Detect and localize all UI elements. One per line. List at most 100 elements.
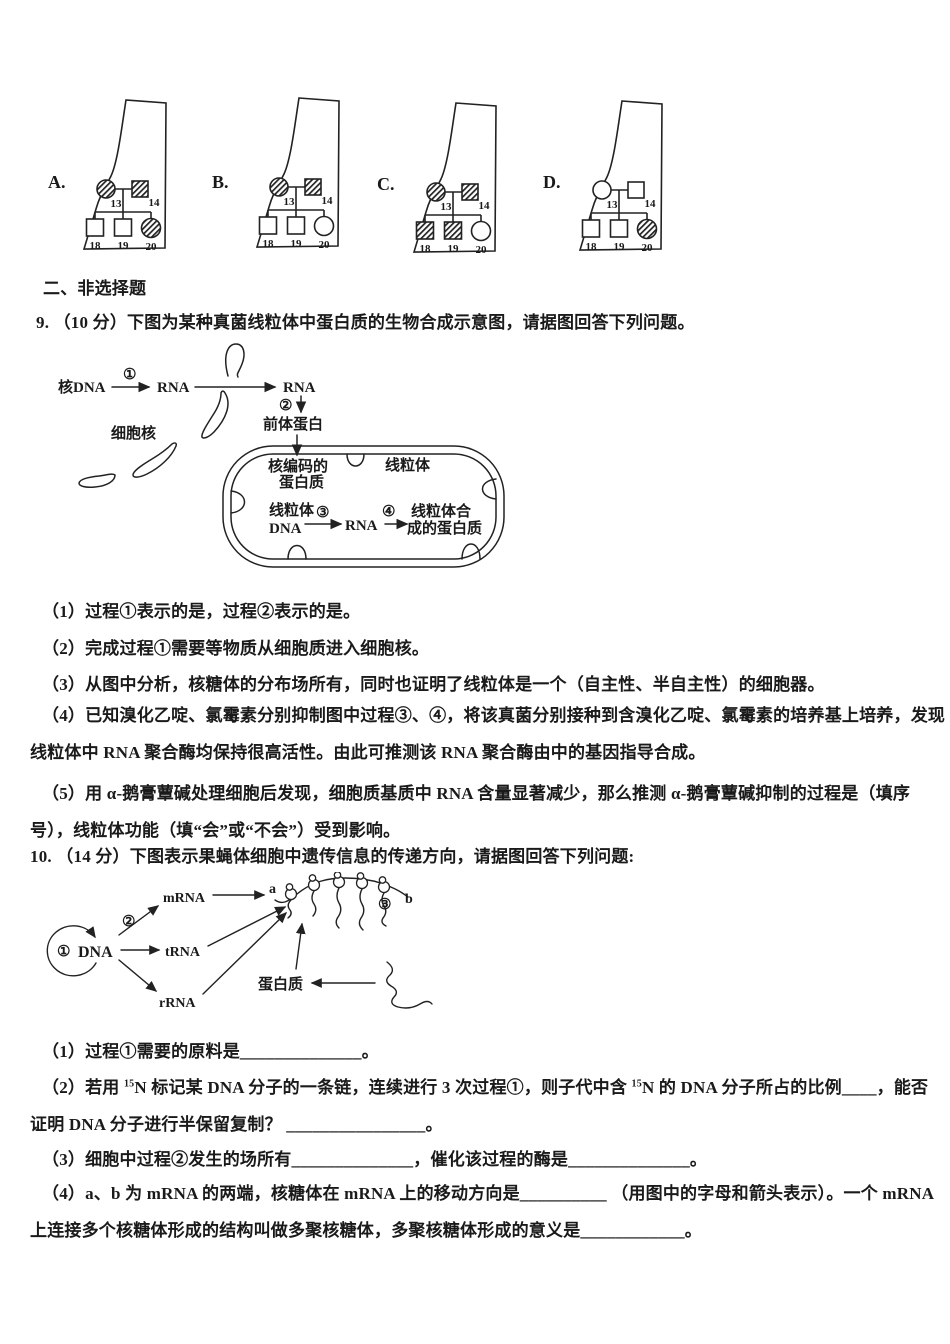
svg-text:18: 18	[586, 241, 598, 253]
q10-item-2-line1: （2）若用 15N 标记某 DNA 分子的一条链，连续进行 3 次过程①，则子代…	[42, 1073, 928, 1098]
q9-item-5-line2: 号），线粒体功能（填“会”或“不会”）受到影响。	[30, 821, 401, 840]
svg-text:19: 19	[291, 238, 303, 250]
svg-text:14: 14	[645, 198, 657, 210]
arrow-dna-mrna	[118, 905, 160, 936]
option-label-a[interactable]: A.	[48, 172, 66, 192]
svg-text:19: 19	[448, 243, 460, 255]
q9-item-5-line1: （5）用 α-鹅膏蕈碱处理细胞后发现，细胞质基质中 RNA 含量显著减少，那么推…	[42, 784, 911, 803]
label-nuclear-encoded-2: 蛋白质	[279, 473, 324, 491]
polypeptide	[358, 888, 365, 931]
option-label-b[interactable]: B.	[212, 172, 229, 192]
label-nuclear-dna: 核DNA	[58, 378, 106, 396]
q10-stem: 10. （14 分）下图表示果蝇体细胞中遗传信息的传递方向，请据图回答下列问题:	[30, 847, 635, 866]
svg-text:20: 20	[642, 242, 654, 254]
polypeptide	[335, 887, 342, 929]
label-step4: ④	[382, 504, 395, 520]
arrow-trna-ribosome	[207, 906, 287, 947]
q10-item-1: （1）过程①需要的原料是______________。	[42, 1042, 379, 1061]
svg-text:13: 13	[441, 201, 453, 213]
q10-item-2-line2: 证明 DNA 分子进行半保留复制？ ________________。	[30, 1115, 443, 1134]
q9-item-2: （2）完成过程①需要等物质从细胞质进入细胞核。	[42, 639, 430, 658]
label-trna: tRNA	[165, 945, 201, 960]
label-mito-dna-2: DNA	[269, 521, 302, 537]
label-precursor-protein: 前体蛋白	[263, 415, 323, 433]
svg-text:20: 20	[319, 239, 331, 251]
q10-gene-flow-diagram: ① DNA ② mRNA tRNA rRNA a b ③ 蛋白质	[46, 872, 433, 1011]
option-label-d[interactable]: D.	[543, 172, 561, 192]
ribosome	[377, 876, 391, 894]
label-step3: ③	[378, 897, 391, 913]
polypeptide	[381, 892, 387, 927]
section-header: 二、非选择题	[43, 279, 147, 298]
label-rna1: RNA	[157, 380, 190, 396]
q10-item-2-part1: （2）若用	[42, 1078, 124, 1097]
isotope-15n: 15	[123, 1078, 135, 1090]
label-mitochondrion: 线粒体	[385, 456, 431, 474]
label-nucleus: 细胞核	[111, 424, 156, 442]
label-step1: ①	[123, 367, 136, 383]
ribosome	[355, 872, 369, 890]
q10-item-2-part2: N 标记某 DNA 分子的一条链，连续进行 3 次过程①，则子代中含	[134, 1078, 632, 1097]
svg-text:19: 19	[118, 240, 130, 252]
label-b-end: b	[405, 892, 413, 907]
q10-item-4-line1: （4）a、b 为 mRNA 的两端，核糖体在 mRNA 上的移动方向是_____…	[42, 1184, 935, 1203]
pedigree-svg: 13 14 18 19 20	[243, 95, 343, 260]
q9-stem: 9. （10 分）下图为某种真菌线粒体中蛋白质的生物合成示意图，请据图回答下列问…	[36, 313, 695, 332]
arrow-dna-rrna	[118, 959, 158, 992]
label-step2: ②	[279, 398, 292, 414]
option-label-c[interactable]: C.	[377, 174, 395, 194]
svg-text:18: 18	[420, 243, 432, 255]
crista	[287, 544, 307, 560]
pedigree-svg: 13 14 18 19 20	[566, 98, 666, 263]
nuclear-envelope-fragment	[78, 473, 116, 488]
arrow-rrna-ribosome	[202, 912, 288, 995]
q9-mitochondria-diagram: 核DNA ① RNA RNA ② 前体蛋白 细胞核 核编码的 蛋白质 线粒体 线…	[58, 343, 505, 568]
q10-item-3: （3）细胞中过程②发生的场所有______________，催化该过程的酶是__…	[42, 1150, 708, 1169]
label-rna3: RNA	[345, 518, 378, 534]
pedigree-svg: 13 14 18 19 20	[70, 97, 170, 262]
svg-text:20: 20	[146, 241, 158, 253]
svg-text:14: 14	[322, 195, 334, 207]
label-step2: ②	[122, 914, 135, 930]
arrow-protein-ribosome	[295, 922, 306, 970]
ribosome	[332, 872, 346, 889]
q9-item-1: （1）过程①表示的是，过程②表示的是。	[42, 602, 361, 621]
label-rna2: RNA	[283, 380, 316, 396]
mito-outer-membrane	[222, 445, 505, 568]
nuclear-envelope-fragment	[132, 442, 177, 478]
isotope-15n: 15	[631, 1078, 642, 1090]
svg-text:14: 14	[479, 200, 491, 212]
nuclear-envelope-fragment	[201, 390, 229, 439]
label-nuclear-encoded-1: 核编码的	[268, 457, 328, 475]
q10-item-2-part3: N 的 DNA 分子所占的比例____，能否	[641, 1078, 929, 1097]
nuclear-envelope-fragment	[224, 343, 245, 378]
q9-item-4-line2: 线粒体中 RNA 聚合酶均保持很高活性。由此可推测该 RNA 聚合酶由中的基因指…	[30, 743, 706, 762]
crista	[461, 543, 481, 560]
label-step1: ①	[57, 944, 70, 960]
protein-squiggle	[386, 961, 433, 1009]
pedigree-svg: 13 14 18 19 20	[400, 100, 500, 265]
svg-text:13: 13	[111, 198, 123, 210]
svg-text:13: 13	[607, 199, 619, 211]
crista	[346, 453, 365, 467]
label-a-end: a	[269, 882, 276, 897]
label-dna: DNA	[78, 944, 113, 961]
svg-text:20: 20	[476, 244, 488, 256]
q10-item-4-line2: 上连接多个核糖体形成的结构叫做多聚核糖体，多聚核糖体形成的意义是________…	[30, 1221, 702, 1240]
label-mito-dna-1: 线粒体	[269, 501, 315, 519]
polypeptide	[311, 890, 317, 917]
ribosome	[284, 883, 298, 901]
q9-item-3: （3）从图中分析，核糖体的分布场所有，同时也证明了线粒体是一个（自主性、半自主性…	[42, 675, 825, 694]
label-mito-protein-2: 成的蛋白质	[407, 519, 482, 537]
svg-text:14: 14	[149, 197, 161, 209]
label-protein: 蛋白质	[258, 975, 303, 993]
svg-text:13: 13	[284, 196, 296, 208]
label-step3: ③	[316, 505, 329, 521]
polypeptide	[287, 899, 292, 919]
label-mrna: mRNA	[163, 891, 206, 906]
q9-item-4-line1: （4）已知溴化乙啶、氯霉素分别抑制图中过程③、④，将该真菌分别接种到含溴化乙啶、…	[42, 706, 946, 725]
label-rrna: rRNA	[159, 996, 196, 1011]
label-mito-protein-1: 线粒体合	[411, 502, 472, 520]
svg-text:18: 18	[263, 238, 275, 250]
ribosome	[307, 874, 321, 892]
